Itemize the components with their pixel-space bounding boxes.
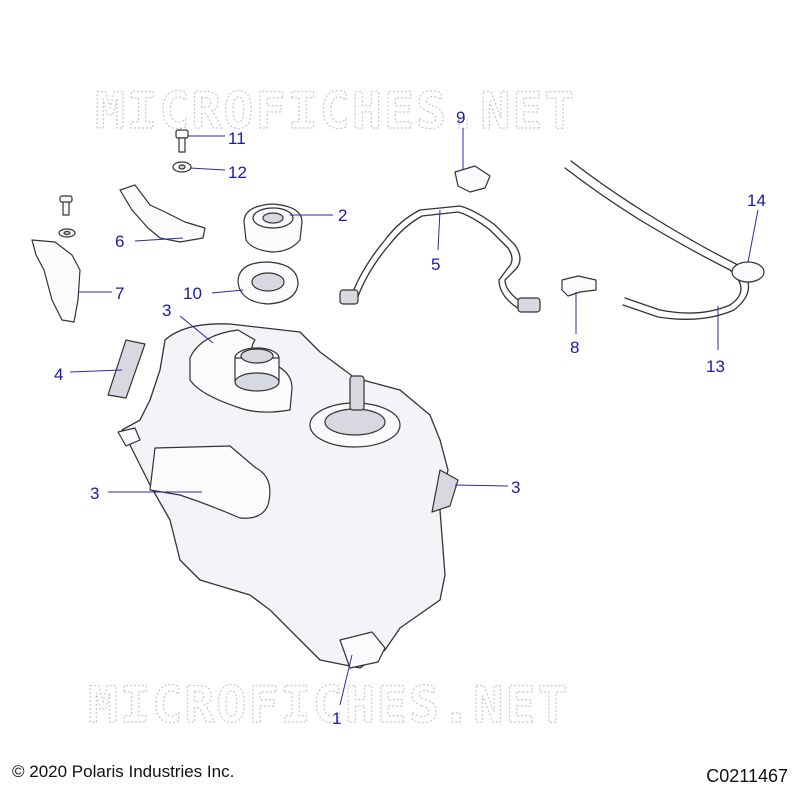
- callout-13: 13: [706, 357, 725, 376]
- watermark-top: MICROFICHES.NET: [95, 82, 577, 140]
- callouts: 11 12 9 14 2 6 5 7 10 3 8 13 4 3 3 1: [54, 108, 766, 728]
- bracket-part-7: [31, 239, 81, 323]
- figure-code: C0211467: [706, 766, 788, 786]
- callout-3-right: 3: [511, 478, 520, 497]
- callout-6: 6: [115, 232, 124, 251]
- callout-9: 9: [456, 108, 465, 127]
- leader-lines: [69, 128, 759, 706]
- gasket-part-10: [237, 261, 299, 305]
- copyright-text: © 2020 Polaris Industries Inc.: [12, 762, 235, 781]
- callout-5: 5: [431, 255, 440, 274]
- hose-part-13: [564, 160, 750, 320]
- callout-8: 8: [570, 338, 579, 357]
- callout-3-top: 3: [162, 301, 171, 320]
- bracket-part-6: [119, 184, 206, 243]
- callout-11: 11: [228, 129, 246, 148]
- callout-12: 12: [228, 163, 247, 182]
- clip-part-9: [454, 165, 491, 193]
- callout-7: 7: [115, 284, 124, 303]
- callout-4: 4: [54, 365, 63, 384]
- fuel-tank-part-1: [117, 323, 459, 669]
- callout-14: 14: [747, 191, 766, 210]
- bolt-small: [58, 195, 76, 238]
- washer-part-12: [172, 161, 192, 173]
- fuel-cap-part-2: [243, 203, 303, 253]
- clamp-part-14: [731, 261, 765, 283]
- callout-1: 1: [332, 709, 341, 728]
- pad-part-4: [107, 339, 146, 399]
- bolt-part-11: [175, 129, 189, 153]
- callout-10: 10: [183, 284, 202, 303]
- fitting-part-8: [561, 275, 597, 297]
- callout-2: 2: [338, 206, 347, 225]
- callout-3-left: 3: [90, 484, 99, 503]
- watermark-bottom: MICROFICHES.NET: [88, 676, 570, 734]
- vent-tube-part-5: [339, 205, 541, 313]
